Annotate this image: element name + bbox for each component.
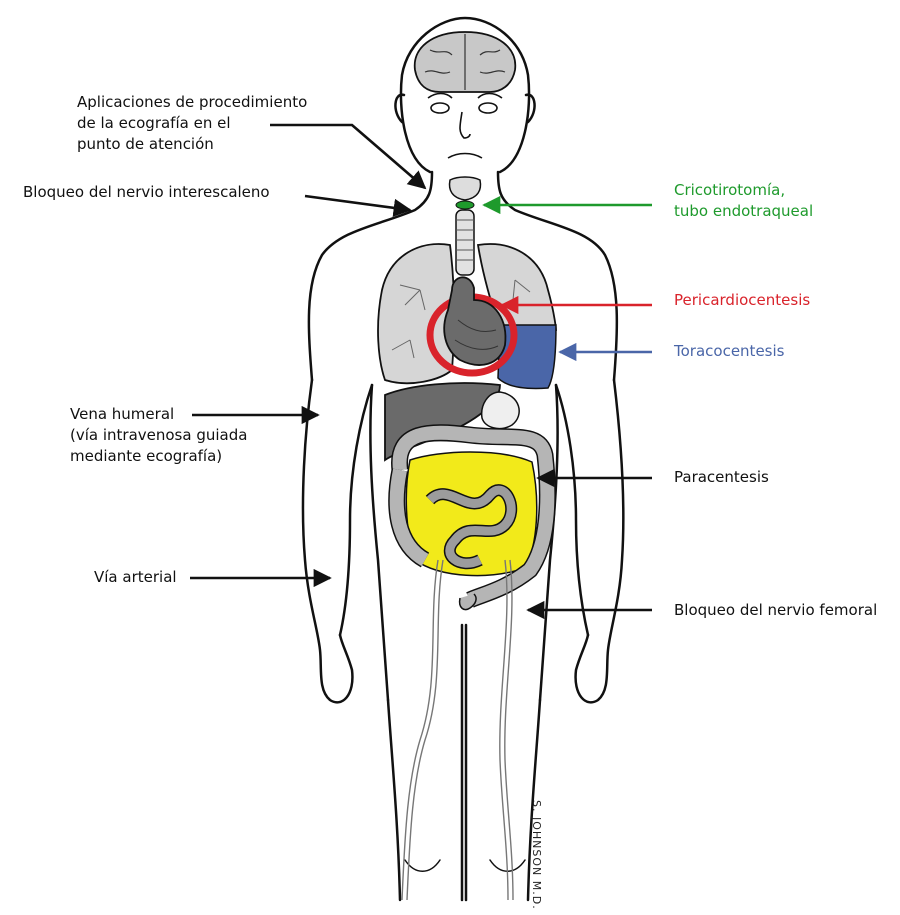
label-pocus-line1: Aplicaciones de procedimiento	[77, 93, 308, 111]
abdomen	[388, 424, 556, 611]
label-cricothyrotomy-line2: tubo endotraqueal	[674, 202, 814, 220]
label-interscalene: Bloqueo del nervio interescaleno	[23, 183, 270, 201]
arrow-pocus	[270, 123, 427, 190]
label-femoral: Bloqueo del nervio femoral	[674, 601, 878, 619]
label-humeral-line2: (vía intravenosa guiada	[70, 426, 248, 444]
stomach	[480, 391, 520, 430]
femoral-vessels	[401, 559, 514, 901]
label-cricothyrotomy-line1: Cricotirotomía,	[674, 181, 786, 199]
trachea	[448, 176, 482, 276]
heart	[426, 276, 518, 377]
body-outline	[301, 16, 625, 902]
label-pericardiocentesis: Pericardiocentesis	[674, 291, 811, 309]
label-arterial: Vía arterial	[94, 568, 177, 586]
label-paracentesis: Paracentesis	[674, 468, 769, 486]
arrow-interscalene	[304, 194, 412, 217]
face	[427, 92, 503, 159]
label-humeral-line3: mediante ecografía)	[70, 447, 223, 465]
artist-signature: S. JOHNSON M.D.	[530, 800, 543, 910]
label-thoracentesis: Toracocentesis	[674, 342, 785, 360]
label-pocus-line2: de la ecografía en el	[77, 114, 231, 132]
callout-arrows	[190, 123, 652, 620]
label-pocus-line3: punto de atención	[77, 135, 214, 153]
label-humeral-line1: Vena humeral	[70, 405, 175, 423]
brain	[413, 31, 517, 93]
